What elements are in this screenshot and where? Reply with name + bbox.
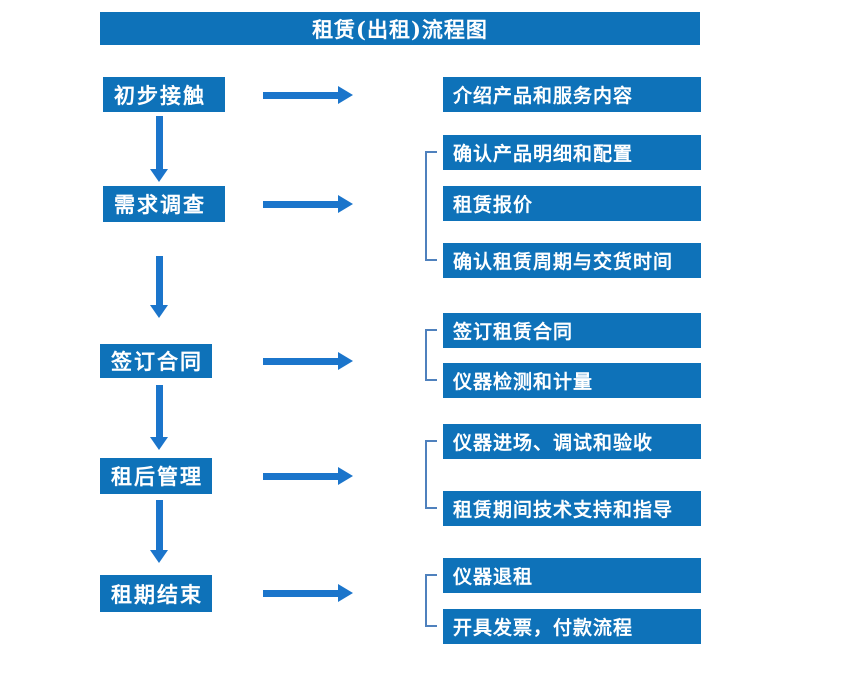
arrow-head (150, 550, 168, 563)
output-box-sign-rental-contract: 签订租赁合同 (443, 313, 701, 348)
arrow-right-icon (263, 584, 353, 602)
arrow-head (338, 352, 353, 370)
group-bracket (425, 440, 437, 509)
arrow-head (150, 305, 168, 318)
group-bracket (425, 329, 437, 381)
arrow-head (150, 437, 168, 450)
arrow-down-icon (150, 500, 168, 563)
arrow-shaft (263, 472, 338, 480)
arrow-shaft (263, 200, 338, 208)
output-box-introduce-products-services: 介绍产品和服务内容 (443, 77, 701, 112)
arrow-head (338, 584, 353, 602)
arrow-shaft (263, 589, 338, 597)
output-box-invoice-payment: 开具发票，付款流程 (443, 609, 701, 644)
stage-box-initial-contact: 初步接触 (103, 77, 225, 112)
group-bracket (425, 574, 437, 627)
arrow-shaft (155, 500, 163, 550)
output-box-confirm-rental-period-delivery: 确认租赁周期与交货时间 (443, 243, 701, 278)
arrow-shaft (263, 91, 338, 99)
arrow-right-icon (263, 352, 353, 370)
title-bar: 租赁(出租)流程图 (100, 12, 700, 45)
stage-box-demand-survey: 需求调查 (103, 186, 225, 222)
output-box-rental-quotation: 租赁报价 (443, 186, 701, 221)
output-box-instrument-testing-metering: 仪器检测和计量 (443, 363, 701, 398)
stage-box-post-rental-management: 租后管理 (100, 458, 212, 494)
arrow-shaft (155, 116, 163, 169)
arrow-right-icon (263, 86, 353, 104)
output-box-instrument-setup-acceptance: 仪器进场、调试和验收 (443, 424, 701, 459)
arrow-shaft (263, 357, 338, 365)
arrow-down-icon (150, 385, 168, 450)
arrow-down-icon (150, 116, 168, 182)
arrow-right-icon (263, 467, 353, 485)
output-box-confirm-product-details: 确认产品明细和配置 (443, 135, 701, 170)
output-box-instrument-return: 仪器退租 (443, 558, 701, 593)
group-bracket (425, 151, 437, 261)
arrow-head (338, 195, 353, 213)
arrow-head (338, 467, 353, 485)
stage-box-sign-contract: 签订合同 (100, 344, 212, 378)
output-box-technical-support: 租赁期间技术支持和指导 (443, 491, 701, 526)
arrow-shaft (155, 385, 163, 437)
arrow-head (150, 169, 168, 182)
page-title: 租赁(出租)流程图 (312, 16, 488, 42)
arrow-shaft (155, 256, 163, 305)
arrow-down-icon (150, 256, 168, 318)
stage-box-rental-end: 租期结束 (100, 575, 212, 612)
arrow-head (338, 86, 353, 104)
arrow-right-icon (263, 195, 353, 213)
